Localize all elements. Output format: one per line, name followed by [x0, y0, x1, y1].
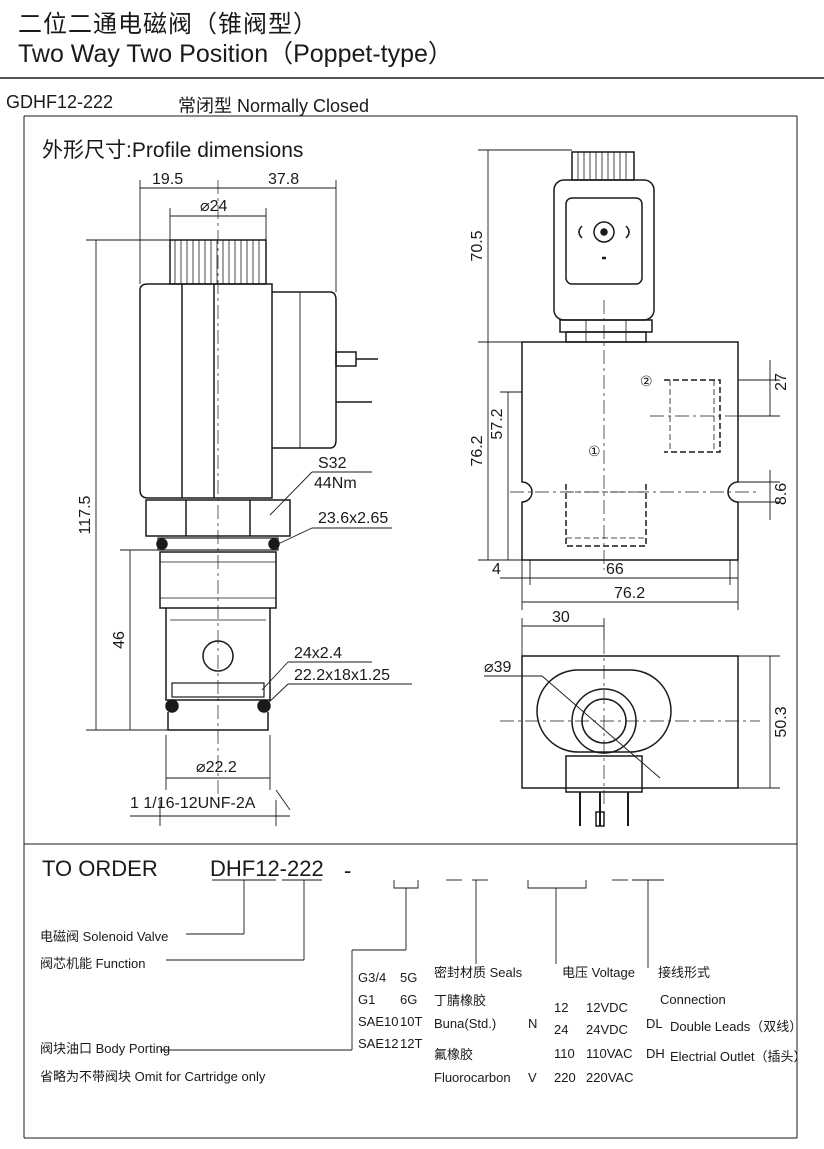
seal-fluoro-en: Fluorocarbon — [434, 1070, 511, 1085]
port-code: 6G — [400, 992, 418, 1007]
port-name: G1 — [358, 992, 376, 1007]
dim-76-2-width: 76.2 — [614, 585, 645, 602]
function-label: 阀芯机能 Function — [40, 956, 146, 971]
port-name: SAE10 — [358, 1014, 399, 1029]
dim-thread-unf: 1 1/16-12UNF-2A — [130, 795, 256, 812]
connection-header-cn: 接线形式 — [658, 965, 711, 980]
voltage-header: 电压 Voltage — [562, 965, 635, 980]
dim-37-8: 37.8 — [268, 171, 299, 188]
dim-dia-39: ⌀39 — [484, 659, 512, 676]
voltage-code: 12 — [554, 1000, 569, 1015]
dim-66: 66 — [606, 561, 624, 578]
top-view-drawing — [500, 640, 760, 827]
dim-s32: S32 — [318, 455, 347, 472]
title-chinese: 二位二通电磁阀（锥阀型） — [18, 11, 318, 38]
omit-cartridge-label: 省略为不带阀块 Omit for Cartridge only — [40, 1069, 266, 1084]
dim-76-2-height: 76.2 — [469, 435, 486, 466]
dim-dia-24: ⌀24 — [200, 198, 228, 215]
connection-label: Electrial Outlet（插头） — [670, 1049, 807, 1064]
dim-44nm: 44Nm — [314, 475, 357, 492]
order-code: DHF12-222 — [210, 856, 324, 881]
to-order-title: TO ORDER — [42, 856, 158, 881]
voltage-label: 110VAC — [586, 1046, 633, 1061]
port-1-label: ① — [588, 443, 601, 459]
connection-code: DH — [646, 1046, 665, 1061]
voltage-code: 220 — [554, 1070, 576, 1085]
side-view-dimensions — [86, 180, 412, 826]
seal-code-n: N — [528, 1016, 538, 1031]
port-name: SAE12 — [358, 1036, 399, 1051]
seals-header: 密封材质 Seals — [434, 965, 523, 980]
order-code-leaders — [160, 879, 664, 1051]
dim-dia-22-2: ⌀22.2 — [196, 759, 237, 776]
seal-buna-en: Buna(Std.) — [434, 1016, 497, 1031]
side-view-drawing — [139, 180, 378, 800]
top-view-dimension-labels: 30 ⌀39 50.3 — [484, 609, 790, 738]
order-separators: - — [344, 858, 351, 883]
separator-1: - — [344, 858, 351, 883]
normally-closed-label: 常闭型 Normally Closed — [178, 96, 370, 116]
dim-50-3: 50.3 — [773, 706, 790, 737]
dim-27: 27 — [773, 373, 790, 391]
voltage-label: 220VAC — [586, 1070, 634, 1085]
voltage-label: 12VDC — [586, 1000, 628, 1015]
port-code: 5G — [400, 970, 418, 985]
voltage-label: 24VDC — [586, 1022, 628, 1037]
port-code: 10T — [400, 1014, 423, 1029]
frame — [0, 77, 824, 1139]
seal-code-v: V — [528, 1070, 537, 1085]
seal-buna-cn: 丁腈橡胶 — [434, 993, 487, 1008]
dim-8-6: 8.6 — [773, 483, 790, 505]
front-view-dimension-labels: 70.5 76.2 57.2 27 8.6 4 66 76.2 ② ① — [469, 230, 790, 602]
body-porting-label: 阀块油口 Body Porting — [40, 1041, 171, 1056]
seal-fluoro-cn: 氟橡胶 — [434, 1047, 474, 1062]
model-number: GDHF12-222 — [6, 92, 114, 112]
dim-22-2x18x1-25: 22.2x18x1.25 — [294, 667, 390, 684]
dim-57-2: 57.2 — [489, 408, 506, 439]
solenoid-valve-label: 电磁阀 Solenoid Valve — [40, 929, 169, 944]
side-view-dimension-labels: 19.5 37.8 ⌀24 117.5 S32 44Nm 23.6x2.65 4… — [77, 171, 390, 812]
dim-19-5: 19.5 — [152, 171, 183, 188]
connection-label: Double Leads（双线） — [670, 1019, 803, 1034]
title-english: Two Way Two Position（Poppet-type） — [18, 40, 453, 68]
voltage-code: 110 — [554, 1046, 575, 1061]
front-view-drawing — [510, 151, 760, 570]
port-2-label: ② — [640, 373, 653, 389]
dim-70-5: 70.5 — [469, 230, 486, 261]
connection-header-en: Connection — [660, 992, 726, 1007]
dim-30: 30 — [552, 609, 570, 626]
dim-117-5: 117.5 — [77, 495, 94, 534]
front-view-dimensions — [478, 149, 780, 610]
connection-code: DL — [646, 1016, 663, 1031]
dim-46: 46 — [111, 631, 128, 649]
port-code: 12T — [400, 1036, 423, 1051]
dim-24x2-4: 24x2.4 — [294, 645, 342, 662]
top-view-dimensions — [484, 618, 780, 789]
profile-dimensions-label: 外形尺寸:Profile dimensions — [42, 139, 304, 162]
port-name: G3/4 — [358, 970, 387, 985]
voltage-code: 24 — [554, 1022, 569, 1037]
dim-4: 4 — [492, 561, 501, 578]
dim-23-6x2-65: 23.6x2.65 — [318, 510, 388, 527]
